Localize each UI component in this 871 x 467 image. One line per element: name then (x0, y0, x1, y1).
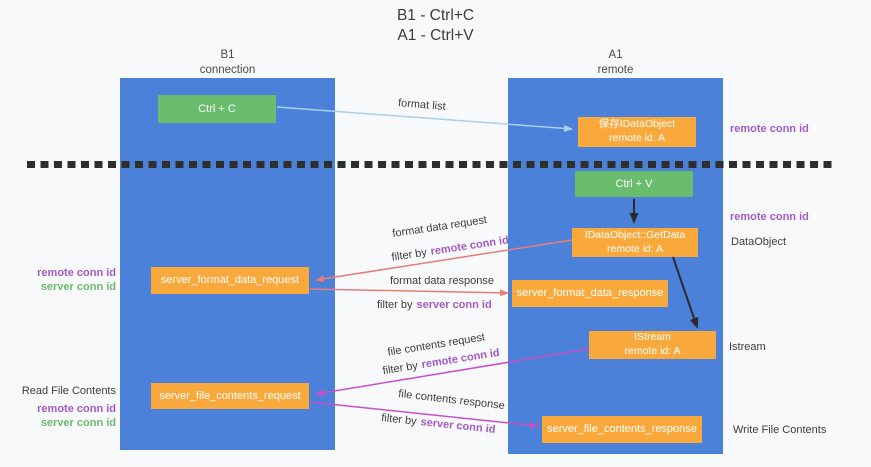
ctrl-v-label: Ctrl + V (615, 177, 653, 190)
filter-by-text: filter by (377, 299, 413, 311)
istream-side-label: Istream (729, 341, 766, 353)
left-column-header: B1 connection (120, 48, 335, 78)
title-line-2: A1 - Ctrl+V (397, 27, 474, 45)
left-remote-conn-id-mid: remote conn id (37, 267, 116, 279)
istream-line1: IStream (634, 331, 671, 344)
ctrl-c-box: Ctrl + C (158, 95, 276, 123)
right-remote-conn-id-top: remote conn id (730, 123, 809, 135)
server-format-data-request-label: server_format_data_request (160, 274, 300, 287)
left-remote-conn-id-bottom: remote conn id (37, 403, 116, 415)
format-data-request-label: format data request (391, 214, 488, 240)
remote-conn-id-text: remote conn id (429, 234, 510, 258)
istream-box: IStream remote id: A (589, 331, 716, 359)
format-list-label: format list (397, 97, 447, 113)
ctrl-v-box: Ctrl + V (575, 171, 693, 197)
title-line-1: B1 - Ctrl+C (396, 7, 475, 24)
left-server-conn-id-mid: server conn id (40, 281, 116, 293)
getdata-box: IDataObject::GetData remote id: A (572, 228, 698, 257)
save-dataobject-line1: 保存IDataObject (598, 118, 676, 131)
server-file-contents-response-box: server_file_contents_response (542, 416, 702, 443)
getdata-line2: remote id: A (606, 242, 664, 255)
save-dataobject-box: 保存IDataObject remote id: A (578, 117, 696, 147)
read-file-contents-label: Read File Contents (21, 385, 116, 397)
diagram-title: B1 - Ctrl+C A1 - Ctrl+V (0, 6, 871, 47)
file-contents-response-label: file contents response (397, 387, 506, 413)
write-file-contents-label: Write File Contents (733, 424, 827, 436)
ctrl-c-label: Ctrl + C (198, 102, 236, 115)
server-format-data-request-box: server_format_data_request (151, 267, 309, 294)
dataobject-label: DataObject (731, 236, 787, 248)
istream-line2: remote id: A (624, 345, 681, 357)
server-conn-id-text: server conn id (419, 416, 496, 436)
server-file-contents-request-box: server_file_contents_request (151, 383, 309, 409)
getdata-line1: IDataObject::GetData (584, 228, 686, 241)
server-format-data-response-label: server_format_data_response (516, 287, 664, 300)
server-file-contents-response-label: server_file_contents_response (547, 423, 697, 436)
right-column-role: remote (597, 63, 634, 76)
server-conn-id-text: server conn id (416, 299, 492, 311)
left-column-name: B1 (220, 49, 235, 61)
right-column-name: A1 (608, 49, 623, 61)
phase-separator-dashed-line (27, 161, 835, 168)
right-remote-conn-id-mid: remote conn id (730, 211, 809, 223)
save-dataobject-line2: remote id: A (608, 132, 666, 144)
left-column-role: connection (199, 63, 256, 76)
server-format-data-response-box: server_format_data_response (512, 280, 668, 307)
right-column-header: A1 remote (508, 48, 723, 78)
filter-by-text: filter by (380, 412, 418, 428)
server-file-contents-request-label: server_file_contents_request (159, 389, 301, 402)
format-data-response-arrow (309, 288, 509, 297)
left-server-conn-id-bottom: server conn id (40, 417, 116, 429)
filter-by-text: filter by (390, 246, 428, 264)
filter-by-text: filter by (381, 359, 419, 378)
format-data-response-label: format data response (390, 275, 494, 287)
